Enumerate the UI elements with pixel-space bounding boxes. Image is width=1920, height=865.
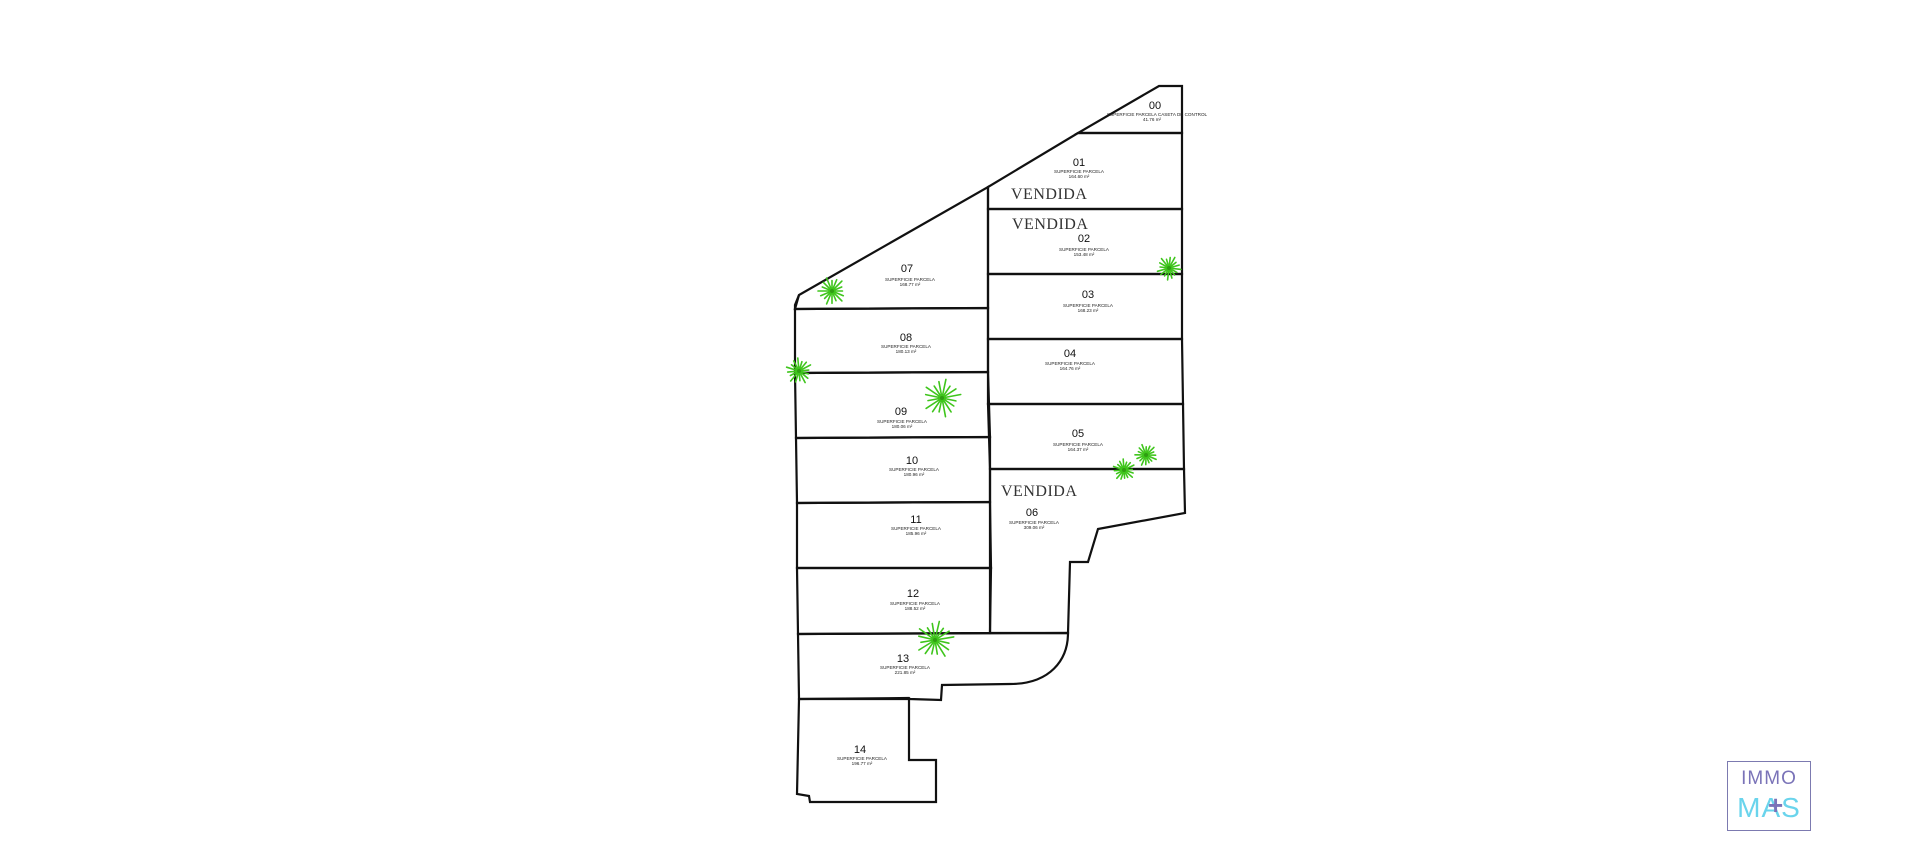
parcel-05: 05 SUPERFICIE PARCELA 164.37 m² [1053, 428, 1104, 452]
parcel-13: 13 SUPERFICIE PARCELA 221.85 m² [880, 653, 931, 675]
parcel-11-number: 11 [910, 514, 921, 526]
parcel-10: 10 SUPERFICIE PARCELA 180.96 m² [889, 455, 940, 477]
parcel-08-area: 180.13 m² [896, 349, 917, 354]
sold-stamps: VENDIDA VENDIDA VENDIDA [1001, 186, 1088, 500]
logo-text-line1: IMMO [1728, 768, 1810, 790]
parcel-06: 06 SUPERFICIE PARCELA 309.06 m² [1009, 507, 1060, 530]
logo-plus-icon: + [1768, 790, 1783, 821]
parcel-outlines [795, 86, 1185, 802]
parcel-12: 12 SUPERFICIE PARCELA 188.52 m² [890, 588, 941, 611]
sold-label-parcel-01: VENDIDA [1011, 186, 1087, 203]
parcel-07-number: 07 [901, 263, 913, 275]
parcel-01: 01 SUPERFICIE PARCELA 164.60 m² [1054, 157, 1105, 179]
parcel-09-number: 09 [895, 406, 907, 418]
tree-icons [787, 258, 1181, 657]
parcel-01-number: 01 [1073, 157, 1085, 169]
parcel-03-area: 168.23 m² [1078, 308, 1099, 313]
parcel-09-area: 180.06 m² [892, 424, 913, 429]
sold-label-parcel-02: VENDIDA [1012, 216, 1088, 233]
parcel-02-number: 02 [1078, 233, 1090, 245]
sold-label-parcel-06: VENDIDA [1001, 483, 1077, 500]
parcel-11-area: 185.96 m² [906, 531, 927, 536]
parcel-08: 08 SUPERFICIE PARCELA 180.13 m² [881, 332, 932, 354]
parcel-05-number: 05 [1072, 428, 1084, 440]
palm-tree-icon [1158, 258, 1181, 280]
parcel-13-area: 221.85 m² [895, 670, 916, 675]
parcel-12-area: 188.52 m² [905, 606, 926, 611]
parcel-12-number: 12 [907, 588, 919, 600]
parcel-14: 14 SUPERFICIE PARCELA 196.77 m² [837, 744, 888, 766]
palm-tree-icon [787, 358, 811, 382]
parcel-04: 04 SUPERFICIE PARCELA 164.76 m² [1045, 348, 1096, 371]
parcel-04-area: 164.76 m² [1060, 366, 1081, 371]
parcel-00-outline [1078, 86, 1182, 133]
parcel-00-number: 00 [1149, 100, 1161, 112]
parcel-11: 11 SUPERFICIE PARCELA 185.96 m² [891, 514, 942, 536]
parcel-14-outline [797, 699, 936, 802]
parcel-13-number: 13 [897, 653, 909, 665]
parcel-07-area: 168.77 m² [900, 282, 921, 287]
parcel-10-number: 10 [906, 455, 918, 467]
palm-tree-icon [926, 379, 961, 416]
parcel-00: 00 SUPERFICIE PARCELA CASETA DE CONTROL … [1107, 100, 1208, 122]
immomas-logo: IMMO MAS + [1727, 761, 1811, 831]
parcel-06-number: 06 [1026, 507, 1038, 519]
parcel-11-outline [797, 502, 991, 568]
parcel-04-outline [988, 339, 1183, 404]
parcel-02-area: 153.48 m² [1074, 252, 1095, 257]
parcel-14-number: 14 [854, 744, 866, 756]
parcel-00-area: 41.76 m² [1143, 117, 1162, 122]
parcel-06-area: 309.06 m² [1024, 525, 1045, 530]
parcel-08-outline [795, 308, 988, 373]
parcel-03-number: 03 [1082, 289, 1094, 301]
parcel-01-area: 164.60 m² [1069, 174, 1090, 179]
parcel-14-area: 196.77 m² [852, 761, 873, 766]
parcel-07: 07 SUPERFICIE PARCELA 168.77 m² [885, 263, 936, 287]
parcel-04-number: 04 [1064, 348, 1076, 360]
parcel-10-area: 180.96 m² [904, 472, 925, 477]
parcel-05-area: 164.37 m² [1068, 447, 1089, 452]
parcel-09: 09 SUPERFICIE PARCELA 180.06 m² [877, 406, 928, 429]
west-edge [795, 295, 799, 309]
parcel-08-number: 08 [900, 332, 912, 344]
palm-tree-icon [919, 622, 954, 657]
parcel-02: 02 SUPERFICIE PARCELA 153.48 m² [1059, 233, 1110, 257]
palm-tree-icon [1135, 445, 1156, 465]
parcel-03: 03 SUPERFICIE PARCELA 168.23 m² [1063, 289, 1114, 313]
